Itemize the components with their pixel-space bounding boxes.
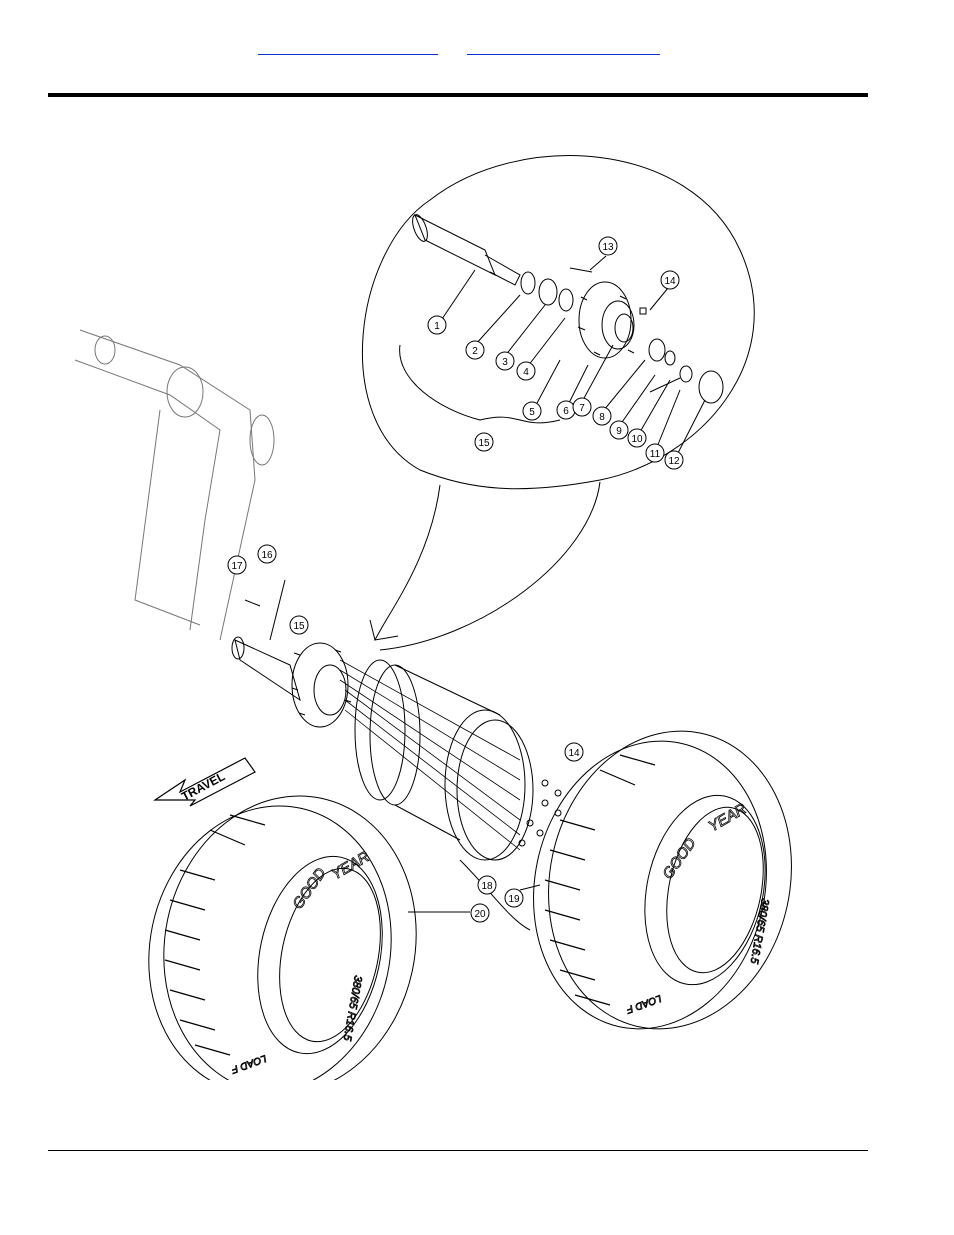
washer-part	[665, 351, 675, 365]
header-rule	[48, 93, 868, 97]
callout-3-label: 3	[502, 357, 508, 368]
detail-bubble	[362, 156, 754, 489]
rim-part	[355, 660, 533, 860]
right-tire-size: 380/65 R16.5	[747, 897, 770, 965]
seal-part	[521, 272, 535, 294]
frame-arm	[75, 330, 274, 640]
hub-on-axle	[292, 643, 348, 727]
bearing-cup-part	[559, 289, 573, 311]
callout-10-label: 10	[631, 434, 643, 445]
dust-cap-part	[699, 371, 723, 403]
callout-15-label: 15	[293, 621, 305, 632]
callout-18-label: 18	[481, 881, 493, 892]
outer-bearing-part	[649, 339, 665, 361]
callout-17-label: 17	[231, 561, 243, 572]
right-tire-brand-1: GOOD	[659, 835, 699, 882]
callout-20-label: 20	[474, 909, 486, 920]
pin-part	[270, 580, 285, 640]
callout-11-label: 11	[650, 449, 661, 460]
left-tire-load: LOAD F	[229, 1052, 268, 1075]
right-tire-load: LOAD F	[624, 992, 663, 1015]
callout-19-label: 19	[508, 894, 520, 905]
footer-rule	[48, 1150, 868, 1151]
hub-part	[578, 282, 634, 358]
callout-8-label: 8	[599, 412, 605, 423]
callout-14-label: 14	[568, 748, 580, 759]
header-link-1[interactable]	[258, 40, 438, 55]
nut-part	[680, 366, 692, 382]
detail-pointer	[370, 485, 440, 640]
lug-nut-part	[640, 308, 646, 314]
callout-15-detail-label: 15	[478, 438, 490, 449]
wheel-hub-assembly-diagram: 1 2 3 4 5 6 7 8 9 10 11 12 13 14 15 15 1…	[60, 140, 800, 1080]
spindle-part	[410, 213, 520, 285]
callout-13-label: 13	[602, 242, 614, 253]
left-tire-brand-1: GOOD	[289, 865, 329, 912]
cotter-pin-part	[650, 378, 680, 392]
left-tire	[122, 772, 443, 1080]
callout-12-label: 12	[668, 456, 680, 467]
callout-6-label: 6	[563, 406, 569, 417]
left-tire-brand-2: YEAR	[329, 848, 373, 883]
callout-5-label: 5	[529, 407, 535, 418]
callout-1-label: 1	[434, 321, 440, 332]
callout-2-label: 2	[472, 346, 478, 357]
callout-16-label: 16	[261, 550, 273, 561]
callout-9-label: 9	[616, 426, 622, 437]
axle-tube	[232, 637, 300, 700]
bearing-cone-part	[539, 279, 557, 305]
bolt-part	[570, 268, 592, 272]
callout-14-detail-label: 14	[664, 276, 676, 287]
right-tire-brand-2: YEAR	[706, 800, 750, 835]
callout-4-label: 4	[523, 367, 529, 378]
callout-7-label: 7	[579, 403, 585, 414]
header-link-2[interactable]	[467, 40, 660, 55]
